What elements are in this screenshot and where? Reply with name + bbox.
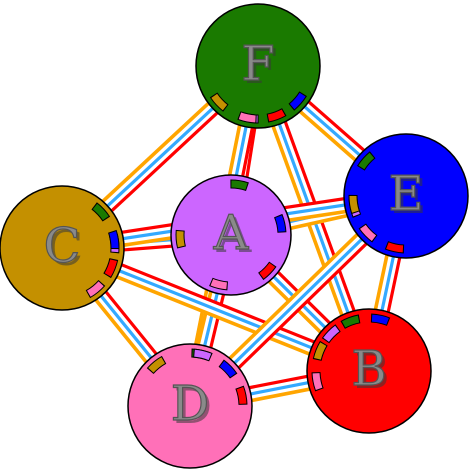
connector-a-d	[210, 278, 228, 290]
connector-d-c	[148, 357, 166, 373]
node-label-shadow-d: D	[174, 379, 212, 435]
node-label-f: F	[241, 36, 274, 92]
node-label-c: C	[44, 218, 81, 274]
connector-e-f	[358, 152, 375, 170]
node-circle-c	[0, 185, 125, 311]
node-label-shadow-f: F	[244, 39, 277, 95]
connector-c-b	[104, 259, 117, 277]
connector-f-c	[211, 93, 228, 111]
connector-b-d	[312, 373, 323, 391]
connector-b-a	[323, 325, 340, 343]
node-label-a: A	[213, 205, 250, 261]
node-label-shadow-e: E	[391, 169, 426, 225]
node-label-b: B	[351, 341, 386, 397]
connector-b-f	[341, 315, 360, 328]
node-b: BB	[306, 308, 432, 434]
node-circle-d	[127, 343, 253, 469]
connector-b-c	[314, 342, 327, 360]
node-label-shadow-a: A	[216, 208, 253, 264]
connector-d-b	[236, 386, 247, 404]
node-a: AA	[170, 174, 292, 296]
node-circle-b	[306, 308, 432, 434]
node-label-d: D	[171, 376, 209, 432]
connector-c-f	[92, 203, 109, 221]
connector-a-c	[176, 231, 185, 248]
connector-f-b	[267, 109, 286, 122]
node-f: FF	[195, 3, 321, 129]
connector-f-e	[289, 92, 306, 110]
connector-f-d	[238, 112, 256, 123]
node-d: DD	[127, 343, 253, 469]
connector-a-f	[231, 180, 248, 190]
node-circle-a	[170, 174, 292, 296]
connector-d-e	[219, 361, 236, 378]
connector-d-a	[194, 349, 212, 361]
node-label-e: E	[388, 166, 423, 222]
node-circle-f	[195, 3, 321, 129]
node-label-shadow-b: B	[354, 344, 389, 400]
connector-b-e	[371, 314, 389, 325]
connector-a-b	[259, 262, 276, 279]
node-circle-e	[343, 133, 469, 259]
connector-c-e	[109, 231, 119, 249]
node-label-shadow-c: C	[47, 221, 84, 277]
node-c: CC	[0, 185, 125, 311]
connector-c-d	[86, 281, 104, 297]
connector-a-e	[275, 215, 286, 232]
node-e: EE	[343, 133, 469, 259]
connector-e-d	[360, 224, 377, 241]
connector-e-b	[386, 242, 404, 253]
connector-e-c	[349, 195, 359, 213]
